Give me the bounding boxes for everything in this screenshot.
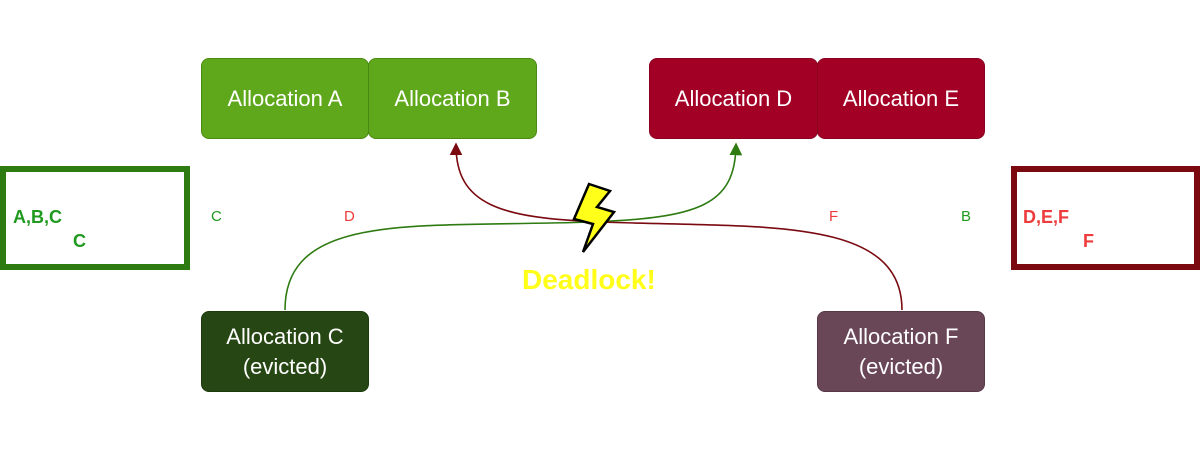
deadlock-label: Deadlock!: [522, 264, 656, 295]
arrow-f-to-b: [449, 142, 903, 311]
right-key-label: F: [829, 208, 839, 225]
allocation-c: Allocation C (evicted): [201, 311, 369, 392]
allocation-f: Allocation F (evicted): [817, 311, 985, 392]
left-mapping-box: [0, 166, 190, 270]
left-mapping-line2: C: [73, 231, 86, 251]
allocation-b: Allocation B: [368, 58, 537, 139]
right-value-label: B: [961, 208, 972, 225]
left-value-label: D: [344, 208, 355, 225]
allocation-e: Allocation E: [817, 58, 985, 139]
right-mapping-box: [1011, 166, 1200, 270]
allocation-e-label: Allocation E: [842, 85, 960, 111]
allocation-a: Allocation A: [201, 58, 369, 139]
arrow-c-to-e: [284, 142, 743, 311]
allocation-d: Allocation D: [649, 58, 818, 139]
allocation-d-label: Allocation D: [674, 85, 793, 111]
right-mapping-line1: D,E,F: [1023, 207, 1070, 227]
allocation-f-label: Allocation F: [843, 323, 959, 349]
lightning-bolt-icon: [572, 182, 617, 253]
left-mapping-line1: A,B,C: [13, 207, 62, 227]
allocation-a-label: Allocation A: [227, 85, 343, 111]
left-key-label: C: [211, 208, 222, 225]
allocation-c-status: (evicted): [242, 353, 328, 379]
allocation-b-label: Allocation B: [394, 85, 511, 111]
right-mapping-line2: F: [1083, 231, 1094, 251]
allocation-c-label: Allocation C: [226, 323, 344, 349]
allocation-f-status: (evicted): [858, 353, 944, 379]
